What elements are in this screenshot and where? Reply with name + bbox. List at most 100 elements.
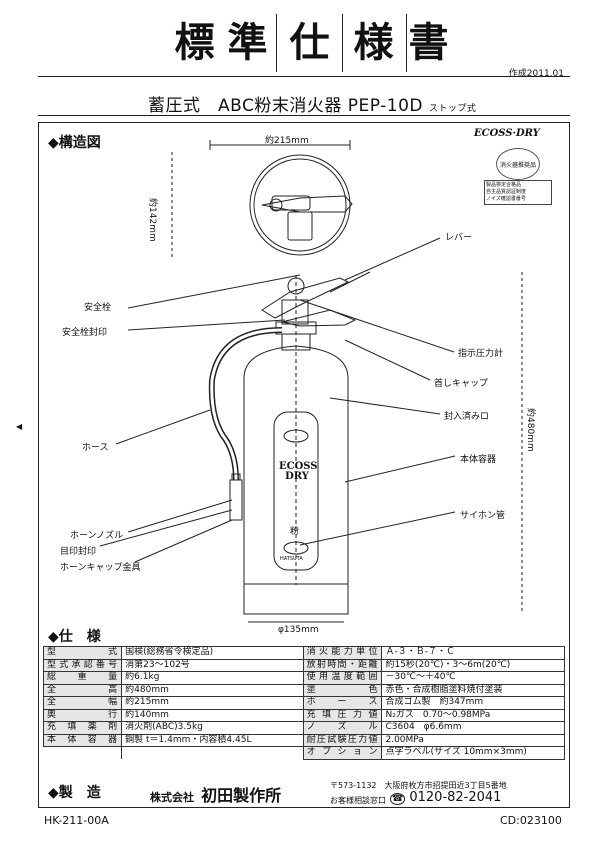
label-siphon: サイホン管: [460, 511, 506, 521]
spec-value: 約15秒(20℃)・3～6m(20℃): [381, 658, 565, 672]
company-main: 初田製作所: [201, 786, 282, 805]
content-frame: [38, 122, 570, 808]
page-title: 標 準 仕 様 書: [168, 14, 449, 72]
title-char: 準: [227, 19, 268, 66]
company-address: 〒573-1132 大阪府枚方市招提田近3丁目5番地: [330, 781, 507, 790]
dim-body-dia: φ135mm: [278, 625, 319, 635]
spec-key: ホ ー ス: [302, 696, 383, 710]
brand-logo: ECOSS·DRY: [474, 128, 540, 139]
spec-value: 約6.1kg: [121, 671, 304, 685]
can-brand: ECOSS DRY: [279, 461, 318, 482]
spec-key: [43, 746, 123, 759]
spec-key: 消火能力単位: [302, 646, 383, 660]
seal-text: 消火器推奨品: [499, 162, 536, 169]
spec-value: C3604 φ6.6mm: [381, 721, 565, 735]
spec-key: 耐圧試験圧力値: [302, 733, 383, 747]
doc-code-right: CD:023100: [500, 814, 562, 827]
spec-key: 充填薬剤: [42, 721, 123, 735]
label-horn-nozzle: ホーンノズル: [70, 531, 124, 541]
spec-value: N₂ガス 0.70～0.98MPa: [381, 708, 565, 722]
tel-value: 0120-82-2041: [409, 790, 502, 805]
spec-value: 消火剤(ABC)3.5kg: [121, 721, 304, 735]
spec-value: 消第23～102号: [121, 658, 304, 672]
title-char: 仕: [276, 14, 343, 72]
spec-value: 約140mm: [121, 708, 304, 722]
spec-value: 国検(総務省令検定品): [121, 646, 304, 660]
can-brand-1: ECOSS: [279, 461, 318, 472]
spec-key: 塗 色: [302, 683, 383, 697]
can-brand-2: DRY: [285, 471, 309, 482]
can-type: 粉: [290, 527, 300, 537]
title-char: 標: [174, 19, 215, 66]
model-sub: ストップ式: [428, 104, 477, 114]
spec-value: Ａ‐３・Ｂ‐７・Ｃ: [381, 646, 565, 660]
model-main: 蓄圧式 ABC粉末消火器 PEP-10D: [148, 96, 423, 116]
label-safety-pin: 安全栓: [84, 303, 112, 313]
doc-code-left: HK-211-00A: [44, 814, 109, 827]
spec-value: 合成ゴム製 約347mm: [381, 696, 565, 710]
created-date: 作成2011.01: [508, 69, 564, 79]
spec-key: 全 高: [42, 683, 123, 697]
tel-number: ☎ 0120-82-2041: [390, 790, 501, 805]
spec-value: 約215mm: [121, 696, 304, 710]
spec-key: 型式承認番号: [42, 658, 123, 672]
label-mark-seal: 目印封印: [60, 547, 97, 557]
spec-value: －30℃～＋40℃: [381, 671, 565, 685]
spec-value: 2.00MPa: [381, 733, 565, 747]
spec-key: 総 重 量: [42, 671, 123, 685]
spec-heading: ◆仕 様: [48, 629, 101, 645]
seal-icon: 消火器推奨品: [496, 148, 540, 180]
spec-key: 全 幅: [42, 696, 123, 710]
spec-key: 使用温度範囲: [302, 671, 383, 685]
seal-note-line: 自主品質認証制度: [486, 189, 527, 195]
model-name: 蓄圧式 ABC粉末消火器 PEP-10D ストップ式: [148, 91, 476, 116]
dim-top-depth: 約142mm: [147, 198, 157, 242]
dim-height: 約480mm: [525, 408, 535, 452]
spec-value: 鋼製 t＝1.4mm・内容積4.45L: [121, 733, 304, 747]
margin-arrow-icon: ◀: [16, 422, 23, 431]
title-char: 様: [341, 14, 407, 72]
divider: [38, 115, 570, 116]
spec-key: 奥 行: [42, 708, 123, 722]
label-fill-port: 封入済みロ: [444, 412, 490, 422]
divider: [38, 76, 570, 77]
label-gauge: 指示圧力計: [458, 349, 504, 359]
spec-key: ノ ズ ル: [302, 721, 383, 735]
label-pin-seal: 安全栓封印: [62, 328, 108, 338]
company-name: 株式会社 初田製作所: [150, 782, 281, 806]
spec-key: 放射時間・距離: [302, 658, 383, 672]
can-maker: HATSUTA: [280, 556, 303, 562]
label-hose: ホース: [82, 443, 109, 453]
seal-note-line: 製品検定合格品: [486, 182, 522, 188]
label-horn-cap: ホーンキャップ金具: [60, 563, 141, 573]
table-row: オプション点字ラベル(サイズ 10mm×3mm): [43, 746, 565, 760]
structure-heading: ◆構造図: [48, 135, 101, 151]
spec-value: 点字ラベル(サイズ 10mm×3mm): [381, 746, 565, 760]
label-cap: 首しキャップ: [434, 379, 489, 389]
spec-key: オプション: [302, 746, 383, 760]
spec-value: 約480mm: [121, 683, 304, 697]
dim-top-width: 約215mm: [265, 136, 309, 146]
seal-note: 製品検定合格品 自主品質認証制度 ノイズ確認書番号: [484, 180, 552, 205]
company-prefix: 株式会社: [150, 791, 194, 804]
spec-key: 型 式: [42, 646, 123, 660]
spec-key: 本体容器: [42, 733, 123, 747]
label-body: 本体容器: [460, 455, 497, 465]
label-lever: レバー: [445, 233, 473, 243]
spec-value: [121, 746, 304, 759]
maker-heading: ◆製 造: [48, 785, 101, 801]
spec-value: 赤色・合成樹脂塗料焼付塗装: [381, 683, 565, 697]
seal-note-line: ノイズ確認書番号: [486, 196, 526, 202]
table-row: 型式承認番号消第23～102号放射時間・距離約15秒(20℃)・3～6m(20℃…: [42, 658, 565, 672]
title-char: 書: [408, 19, 449, 66]
spec-key: 充填圧力値: [302, 708, 383, 722]
phone-icon: ☎: [390, 793, 406, 805]
